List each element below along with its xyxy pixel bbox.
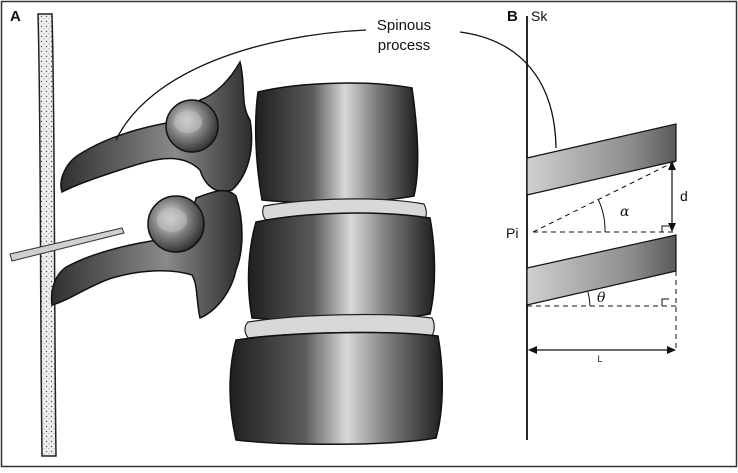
spinous-process-upper [60, 59, 253, 194]
facet-highlight-lower [157, 208, 187, 232]
theta-label: θ [597, 290, 606, 306]
l-label: L [597, 354, 602, 364]
spinous-process-lower [50, 189, 243, 320]
skin-layer [37, 13, 57, 457]
right-angle-mark-upper [661, 225, 669, 232]
d-arrow-head-top [668, 161, 676, 170]
d-label: d [680, 188, 688, 204]
l-arrow-head-right [667, 346, 676, 354]
vertebral-body-lower [229, 331, 444, 446]
d-arrow-head-bottom [668, 223, 676, 232]
callout-line-2: process [378, 37, 431, 54]
callout-leader-b [459, 31, 557, 149]
right-angle-mark-lower [661, 298, 669, 306]
alpha-label: α [620, 204, 630, 220]
theta-arc [587, 291, 591, 307]
panel-b-label: B [507, 8, 518, 25]
spinous-bar-upper [526, 123, 677, 196]
callout-line-1: Spinous [377, 17, 431, 34]
l-arrow-head-left [528, 346, 537, 354]
skin-label: Sk [531, 8, 548, 24]
callout-leader-a [115, 29, 367, 141]
needle [9, 227, 125, 262]
pi-label: Pi [506, 225, 518, 241]
vertebral-body-upper [254, 82, 419, 204]
facet-highlight-upper [174, 111, 202, 133]
panel-a-label: A [10, 8, 21, 25]
vertebral-body-middle [247, 212, 436, 322]
alpha-arc [597, 198, 606, 233]
